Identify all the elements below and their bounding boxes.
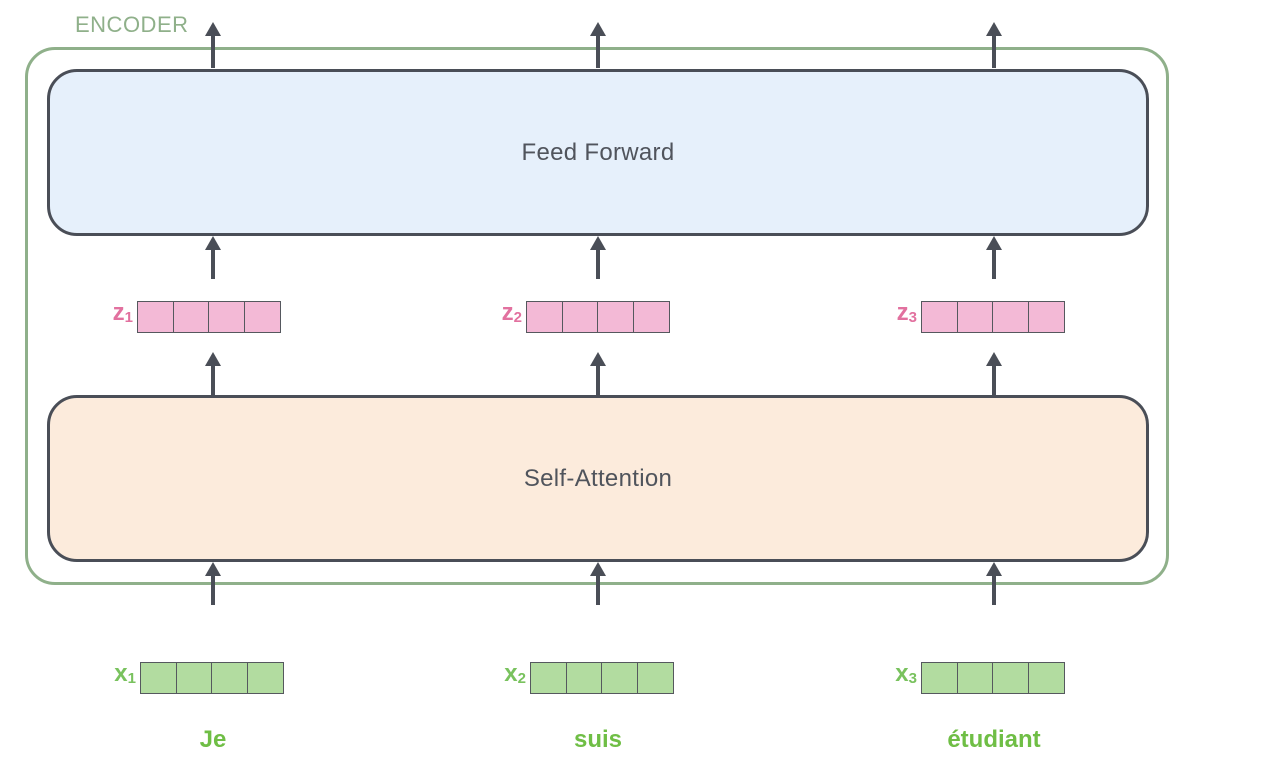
x-vector-cell [1027,662,1065,694]
z-vector-cell [526,301,563,333]
x-vector-cell [530,662,567,694]
x-label-letter: x [895,660,909,687]
arrow-attention-to-z-3 [986,352,1002,395]
z-vector-cell [921,301,958,333]
self-attention-label: Self-Attention [523,464,673,492]
arrow-attention-to-z-2 [590,352,606,395]
z-label-subscript: 2 [513,309,522,326]
z-vector-cell [1027,301,1065,333]
x-label-subscript: 1 [127,670,136,687]
x-label-3: x3 [883,660,917,688]
z-vector-cell [172,301,210,333]
x-vector-cell [175,662,213,694]
x-vector-cell [211,662,248,694]
feed-forward-label: Feed Forward [521,138,675,166]
x-label-letter: x [504,660,518,687]
input-word-2: suis [573,726,623,753]
z-label-2: z2 [488,299,522,327]
x-vector-2 [530,662,674,694]
z-vector-cell [208,301,245,333]
z-label-letter: z [501,299,514,326]
z-vector-cell [561,301,599,333]
z-vector-cell [632,301,670,333]
x-vector-cell [140,662,177,694]
z-vector-cell [137,301,174,333]
x-vector-1 [140,662,284,694]
z-label-subscript: 3 [908,309,917,326]
arrow-feedforward-output-1 [205,22,221,68]
arrow-input-to-attention-1 [205,562,221,605]
x-vector-cell [565,662,603,694]
z-vector-3 [921,301,1065,333]
self-attention-layer: Self-Attention [47,395,1149,562]
arrow-attention-to-z-1 [205,352,221,395]
x-label-letter: x [114,660,128,687]
x-vector-cell [601,662,638,694]
x-label-2: x2 [492,660,526,688]
z-vector-cell [243,301,281,333]
feed-forward-layer: Feed Forward [47,69,1149,236]
z-vector-2 [526,301,670,333]
x-vector-cell [921,662,958,694]
z-label-letter: z [112,299,125,326]
z-vector-cell [597,301,634,333]
x-vector-cell [246,662,284,694]
x-vector-cell [636,662,674,694]
z-label-1: z1 [99,299,133,327]
arrow-feedforward-output-3 [986,22,1002,68]
z-label-subscript: 1 [124,309,133,326]
x-vector-cell [992,662,1029,694]
input-word-3: étudiant [947,726,1041,753]
z-label-letter: z [896,299,909,326]
x-label-subscript: 2 [517,670,526,687]
x-vector-3 [921,662,1065,694]
z-vector-1 [137,301,281,333]
encoder-label: ENCODER [73,12,191,38]
z-vector-cell [956,301,994,333]
z-vector-cell [992,301,1029,333]
arrow-z-to-feedforward-2 [590,236,606,279]
z-label-3: z3 [883,299,917,327]
input-word-1: Je [199,726,227,753]
arrow-z-to-feedforward-3 [986,236,1002,279]
arrow-feedforward-output-2 [590,22,606,68]
x-label-subscript: 3 [908,670,917,687]
x-vector-cell [956,662,994,694]
arrow-input-to-attention-2 [590,562,606,605]
arrow-z-to-feedforward-1 [205,236,221,279]
arrow-input-to-attention-3 [986,562,1002,605]
x-label-1: x1 [102,660,136,688]
